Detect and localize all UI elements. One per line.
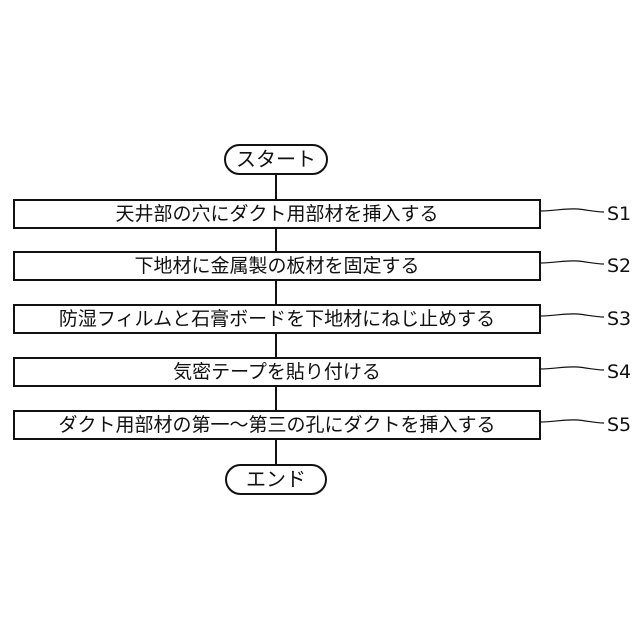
step-s5-leader [540, 420, 604, 423]
step-s1: 天井部の穴にダクト用部材を挿入する S1 [14, 200, 631, 228]
step-s2-label: S2 [607, 255, 631, 277]
step-s5-text: ダクト用部材の第一～第三の孔にダクトを挿入する [58, 414, 495, 436]
end-label: エンド [246, 467, 306, 491]
step-s4: 気密テープを貼り付ける S4 [14, 358, 631, 386]
step-s4-label: S4 [607, 361, 631, 383]
step-s3-text: 防湿フィルムと石膏ボードを下地材にねじ止めする [59, 307, 495, 330]
step-s2-leader [540, 261, 604, 264]
step-s3: 防湿フィルムと石膏ボードを下地材にねじ止めする S3 [14, 305, 631, 333]
step-s4-text: 気密テープを貼り付ける [173, 361, 381, 383]
step-s5-label: S5 [607, 414, 631, 436]
step-s1-text: 天井部の穴にダクト用部材を挿入する [115, 203, 438, 225]
start-label: スタート [236, 147, 316, 171]
step-s1-leader [540, 209, 604, 212]
step-s3-label: S3 [607, 308, 631, 330]
step-s3-leader [540, 314, 604, 317]
step-s1-label: S1 [607, 203, 631, 225]
step-s2-text: 下地材に金属製の板材を固定する [134, 255, 419, 277]
end-terminal: エンド [226, 465, 326, 494]
step-s4-leader [540, 367, 604, 370]
step-s2: 下地材に金属製の板材を固定する S2 [14, 252, 631, 280]
start-terminal: スタート [225, 145, 327, 174]
step-s5: ダクト用部材の第一～第三の孔にダクトを挿入する S5 [14, 411, 631, 439]
